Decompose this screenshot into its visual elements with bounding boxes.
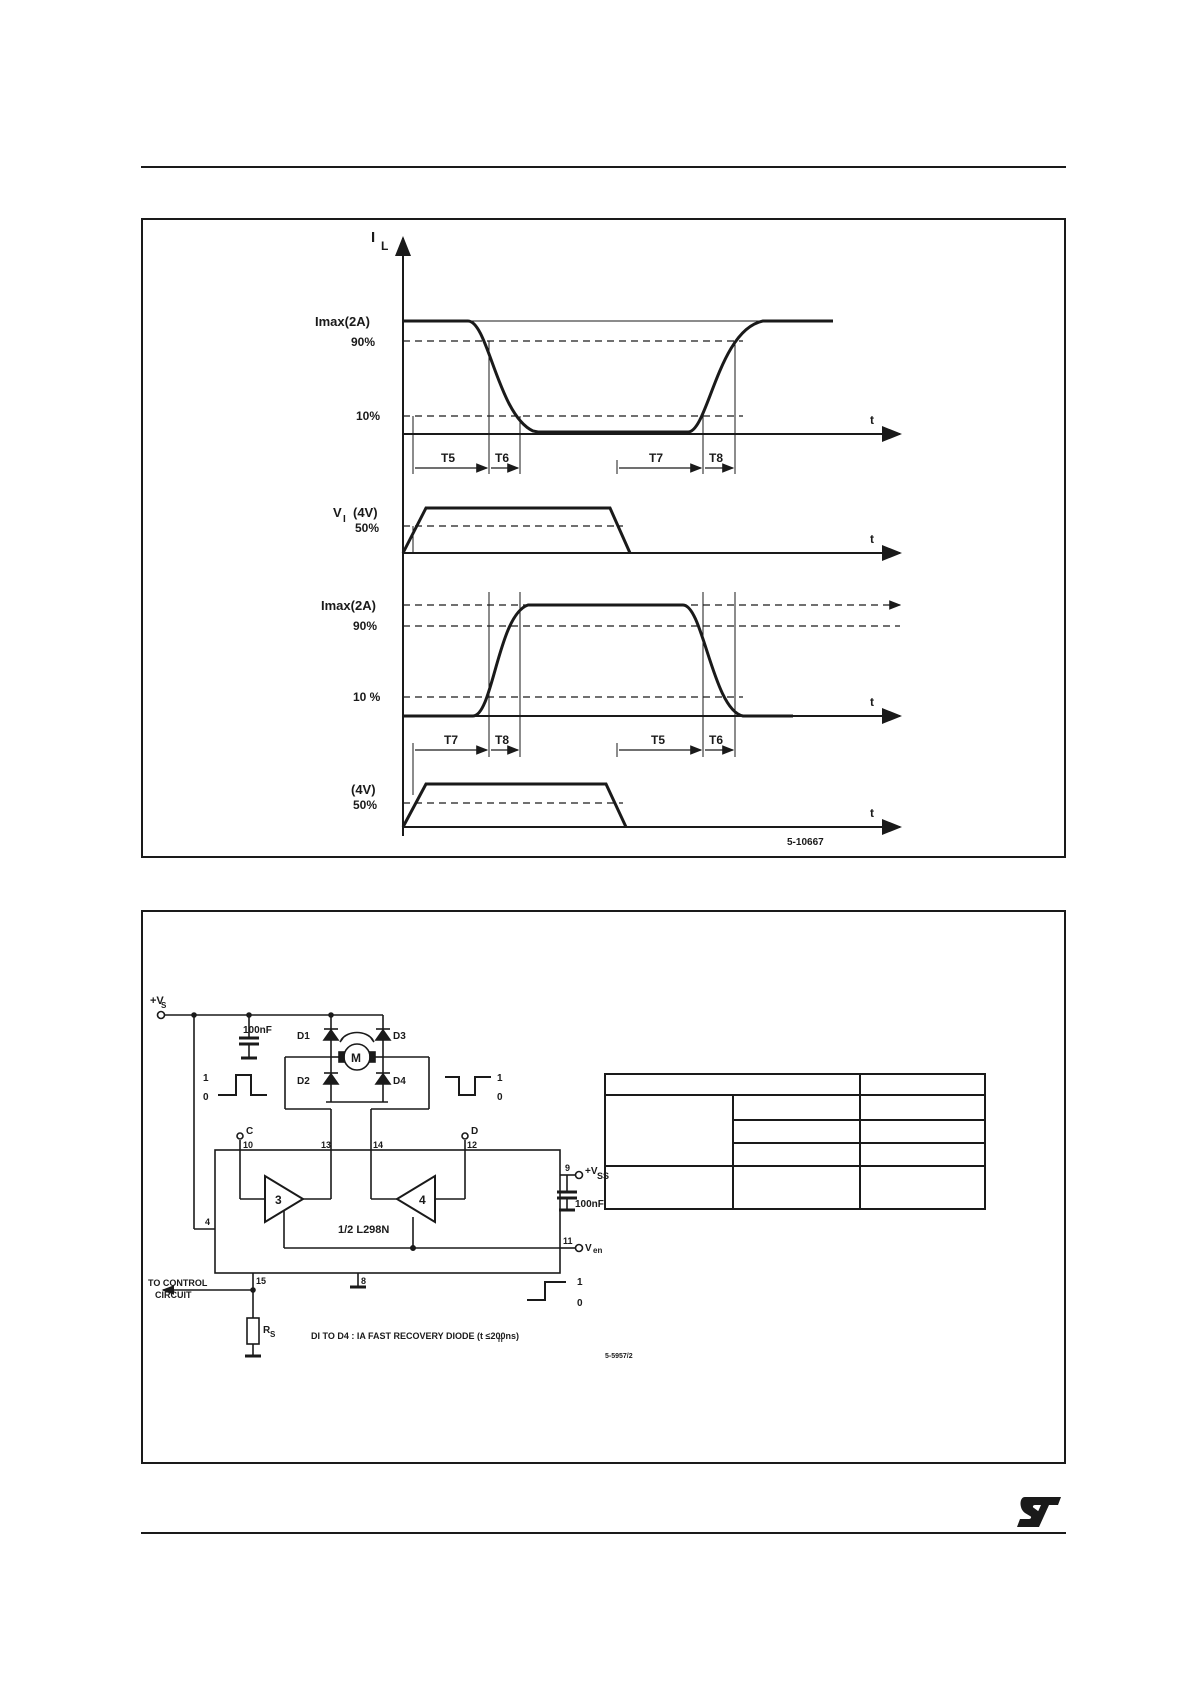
- pin-c-label: C: [246, 1126, 253, 1137]
- p50-label-2: 50%: [353, 798, 377, 812]
- vss-sub: SS: [597, 1171, 609, 1181]
- chip-label: 1/2 L298N: [338, 1224, 389, 1236]
- d2-label: D2: [297, 1076, 310, 1087]
- il-axis-sub: L: [381, 239, 388, 253]
- top-rule: [141, 166, 1066, 168]
- d1-label: D1: [297, 1031, 310, 1042]
- vss-label: +V: [585, 1166, 598, 1177]
- pin-d-label: D: [471, 1126, 478, 1137]
- pin4-label: 4: [205, 1217, 210, 1227]
- p90-label: 90%: [351, 335, 375, 349]
- pin10-label: 10: [243, 1140, 253, 1150]
- control-label-1: TO CONTROL: [148, 1278, 208, 1288]
- p10-label-2: 10 %: [353, 690, 381, 704]
- figure-code: 5-10667: [787, 837, 824, 848]
- t8-label-2: T8: [495, 733, 509, 747]
- t5-label-1: T5: [441, 451, 455, 465]
- pin9-label: 9: [565, 1163, 570, 1173]
- t6-label-2: T6: [709, 733, 723, 747]
- t8-label-1: T8: [709, 451, 723, 465]
- rs-sub: S: [270, 1330, 276, 1339]
- motor-label: M: [351, 1051, 361, 1065]
- vi-label: V: [333, 505, 342, 520]
- pin11-label: 11: [563, 1236, 573, 1246]
- pulse-d-zero: 0: [497, 1092, 503, 1103]
- t-label-3: t: [870, 695, 874, 709]
- il-axis-label: I: [371, 229, 375, 246]
- pin8-label: 8: [361, 1276, 366, 1286]
- imax-label-2: Imax(2A): [321, 598, 376, 613]
- imax-label: Imax(2A): [315, 314, 370, 329]
- t7-label-2: T7: [444, 733, 458, 747]
- diode-note-sub: rr: [498, 1337, 504, 1344]
- diode-note: DI TO D4 : IA FAST RECOVERY DIODE (t ≤20…: [311, 1331, 519, 1341]
- rs-label: R: [263, 1325, 271, 1336]
- circuit-panel: +V S 100nF D1 D2 D3 D4 M 1 0 1 0 1 0 C D…: [141, 910, 1066, 1464]
- circuit-code: 5-5957/2: [605, 1353, 633, 1360]
- timing-diagram-panel: I L Imax(2A) 90% 10% t T5 T6 T7 T8 V I (…: [141, 218, 1066, 858]
- bottom-rule: [141, 1532, 1066, 1534]
- pulse-d-one: 1: [497, 1073, 503, 1084]
- p50-label: 50%: [355, 521, 379, 535]
- st-logo: ST: [1015, 1495, 1061, 1527]
- pulse-en-zero: 0: [577, 1298, 583, 1309]
- p10-label: 10%: [356, 409, 380, 423]
- d3-label: D3: [393, 1031, 406, 1042]
- t-label-4: t: [870, 806, 874, 820]
- amp3-label: 3: [275, 1193, 282, 1207]
- p90-label-2: 90%: [353, 619, 377, 633]
- pin13-label: 13: [321, 1140, 331, 1150]
- pin14-label: 14: [373, 1140, 383, 1150]
- pin15-label: 15: [256, 1276, 266, 1286]
- logo-text: ST: [1015, 1495, 1017, 1496]
- cap1-label: 100nF: [243, 1025, 272, 1036]
- v4-label: (4V): [351, 782, 376, 797]
- vs-sub: S: [161, 1001, 167, 1010]
- t-label-1: t: [870, 413, 874, 427]
- circuit-diagram: +V S 100nF D1 D2 D3 D4 M 1 0 1 0 1 0 C D…: [148, 995, 986, 1360]
- timing-diagram: I L Imax(2A) 90% 10% t T5 T6 T7 T8 V I (…: [315, 229, 902, 848]
- vi-sub: I: [343, 514, 346, 525]
- amp4-label: 4: [419, 1193, 426, 1207]
- pulse-c-one: 1: [203, 1073, 209, 1084]
- ven-label: V: [585, 1243, 592, 1254]
- ven-sub: en: [593, 1246, 602, 1255]
- vs-label: +V: [150, 995, 164, 1007]
- d4-label: D4: [393, 1076, 406, 1087]
- pulse-c-zero: 0: [203, 1092, 209, 1103]
- vi-value: (4V): [353, 505, 378, 520]
- pin12-label: 12: [467, 1140, 477, 1150]
- cap2-label: 100nF: [575, 1199, 604, 1210]
- t5-label-2: T5: [651, 733, 665, 747]
- t6-label-1: T6: [495, 451, 509, 465]
- t7-label-1: T7: [649, 451, 663, 465]
- control-label-2: CIRCUIT: [155, 1290, 192, 1300]
- t-label-2: t: [870, 532, 874, 546]
- pulse-en-one: 1: [577, 1277, 583, 1288]
